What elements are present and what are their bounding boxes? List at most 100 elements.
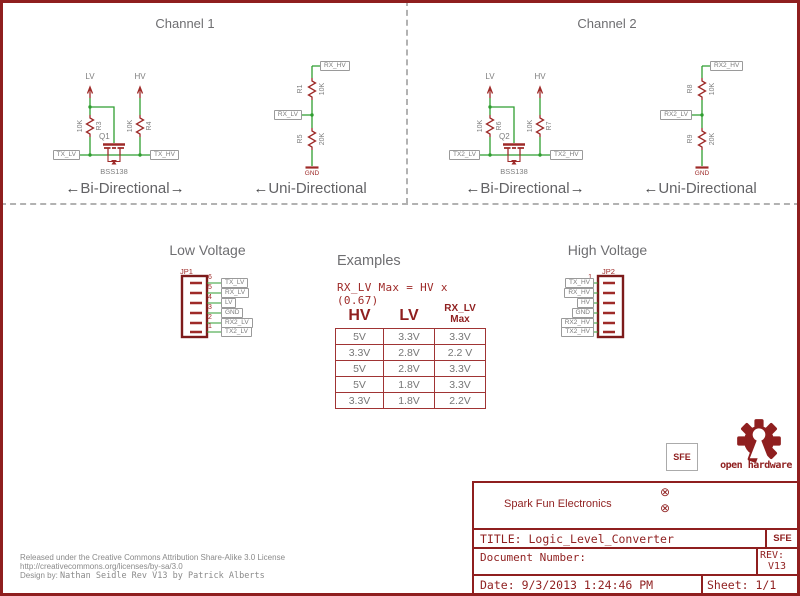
resistor-value: 10K [319, 82, 326, 96]
pin-net-flag: RX_LV [221, 288, 250, 298]
table-header-hv: HV [348, 307, 371, 324]
unidirectional-circuit-graphic [692, 65, 710, 169]
resistor-name: R1 [297, 84, 304, 94]
resistor-value: 20K [709, 132, 716, 146]
net-flag: TX2_HV [550, 150, 583, 160]
body-diode-icon [511, 160, 517, 165]
connector-graphic [180, 274, 221, 339]
examples-formula: RX_LV Max = HV x (0.67) [337, 281, 448, 307]
title-block-divider [474, 547, 798, 549]
examples-table: HV LV RX_LV Max 5V 3.3V 3.3V 3.3V 2.8V [335, 303, 486, 409]
low-voltage-connector: Low Voltage JP1 6 5 4 3 2 1 TX_LV RX_LV … [150, 238, 300, 353]
pin-net-flag: TX2_HV [561, 327, 594, 337]
resistor-name: R4 [146, 121, 153, 131]
high-voltage-connector: High Voltage JP2 1 2 3 4 5 6 TX_HV RX_HV… [530, 238, 680, 353]
design-credit-value: Nathan Seidle Rev V13 by Patrick Alberts [60, 571, 265, 581]
channel-1-title: Channel 1 [155, 16, 215, 31]
sheet-value: 1/1 [755, 578, 777, 592]
channel-2-title: Channel 2 [577, 16, 637, 31]
channel-2-bidirectional-circuit: LV HV 10K R6 10K R7 Q2 BSS138 TX2_LV TX2… [440, 60, 610, 200]
license-line-1: Released under the Creative Commons Attr… [20, 553, 286, 562]
document-number-label: Document Number: [480, 551, 586, 564]
mosfet-value: BSS138 [100, 167, 128, 176]
title-block-divider [474, 528, 798, 530]
net-flag: RX_HV [320, 61, 350, 71]
supply-label-lv: LV [85, 72, 95, 81]
low-voltage-title: Low Voltage [169, 242, 246, 258]
resistor-value: 10K [527, 119, 534, 133]
table-header-rxlvmax: RX_LV Max [444, 303, 476, 325]
right-arrow-icon: → [169, 180, 185, 197]
left-arrow-icon: ← [65, 180, 81, 197]
date-row: Date: 9/3/2013 1:24:46 PM [480, 578, 654, 592]
net-flag: TX2_LV [448, 150, 480, 160]
bidirectional-circuit-graphic [480, 85, 550, 165]
pin-net-flag: TX_LV [221, 278, 249, 288]
unidirectional-circuit-graphic [302, 65, 320, 169]
connector-ref: JP2 [602, 267, 615, 276]
resistor-name: R5 [297, 134, 304, 144]
supply-label-lv: LV [485, 72, 495, 81]
schematic-title: Logic_Level_Converter [528, 532, 674, 546]
channel-1-bidirectional-circuit: LV HV 10K R3 10K R4 Q1 BSS138 TX_LV TX_H… [40, 60, 210, 200]
table-row: 5V 3.3V 3.3V [335, 328, 486, 345]
open-hardware-gear-icon [737, 419, 781, 463]
mosfet-name: Q1 [99, 132, 110, 141]
pin-number: 1 [208, 323, 212, 330]
company-name: Spark Fun Electronics [504, 498, 612, 510]
pin-number: 5 [208, 284, 212, 291]
pin-number: 4 [208, 294, 212, 301]
resistor-value: 10K [127, 119, 134, 133]
resistor-name: R9 [687, 134, 694, 144]
mosfet-value: BSS138 [500, 167, 528, 176]
unidirectional-caption: ←Uni-Directional [253, 180, 367, 197]
vertical-divider-dashed [406, 0, 408, 204]
net-flag: RX_LV [273, 110, 302, 120]
title-block: Spark Fun Electronics ⊗ ⊗ TITLE: Logic_L… [472, 481, 800, 596]
pin-net-flag: LV [221, 298, 237, 308]
pin-net-flag: RX_HV [564, 288, 594, 298]
body-diode-icon [111, 160, 117, 165]
pin-net-flag: GND [221, 308, 244, 318]
net-flag: RX2_LV [660, 110, 692, 120]
net-flag: RX2_HV [710, 61, 744, 71]
bidirectional-circuit-graphic [80, 85, 150, 165]
resistor-value: 10K [77, 119, 84, 133]
pin-number: 1 [578, 274, 592, 281]
circled-x-icon: ⊗ [660, 485, 671, 499]
table-row: 5V 1.8V 3.3V [335, 376, 486, 393]
ground-label: GND [694, 170, 710, 177]
net-flag: TX_LV [52, 150, 80, 160]
high-voltage-title: High Voltage [567, 242, 648, 258]
pin-number: 6 [208, 274, 212, 281]
table-row: 3.3V 2.8V 2.2 V [335, 344, 486, 361]
title-block-divider [756, 547, 758, 574]
channel-1-unidirectional-circuit: RX_HV R1 10K RX_LV R5 20K GND ←Uni-Direc… [245, 50, 390, 200]
title-block-divider [765, 528, 767, 547]
license-line-2: http://creativecommons.org/licenses/by-s… [20, 562, 183, 571]
supply-label-hv: HV [134, 72, 146, 81]
sfe-badge: SFE [773, 533, 792, 544]
date-value: 9/3/2013 1:24:46 PM [521, 578, 654, 592]
horizontal-divider-dashed [0, 203, 800, 205]
examples-section: Examples RX_LV Max = HV x (0.67) HV LV R… [330, 248, 495, 423]
resistor-value: 10K [477, 119, 484, 133]
mosfet-name: Q2 [499, 132, 510, 141]
open-hardware-label: open hardware [720, 460, 792, 471]
net-flag: TX_HV [150, 150, 179, 160]
table-row: 5V 2.8V 3.3V [335, 360, 486, 377]
title-block-divider [474, 574, 798, 576]
title-block-divider [701, 574, 703, 596]
design-credit: Design by: Nathan Seidle Rev V13 by Patr… [20, 571, 265, 581]
right-arrow-icon: → [569, 180, 585, 197]
table-header-lv: LV [399, 307, 419, 324]
pin-number: 2 [208, 314, 212, 321]
examples-title: Examples [337, 253, 401, 269]
channel-2-unidirectional-circuit: RX2_HV R8 10K RX2_LV R9 20K GND ←Uni-Dir… [635, 50, 780, 200]
connector-graphic [586, 274, 625, 339]
rev-label: REV: [760, 550, 785, 561]
connector-ref: JP1 [180, 267, 193, 276]
resistor-value: 20K [319, 132, 326, 146]
pin-net-flag: TX2_LV [221, 327, 253, 337]
